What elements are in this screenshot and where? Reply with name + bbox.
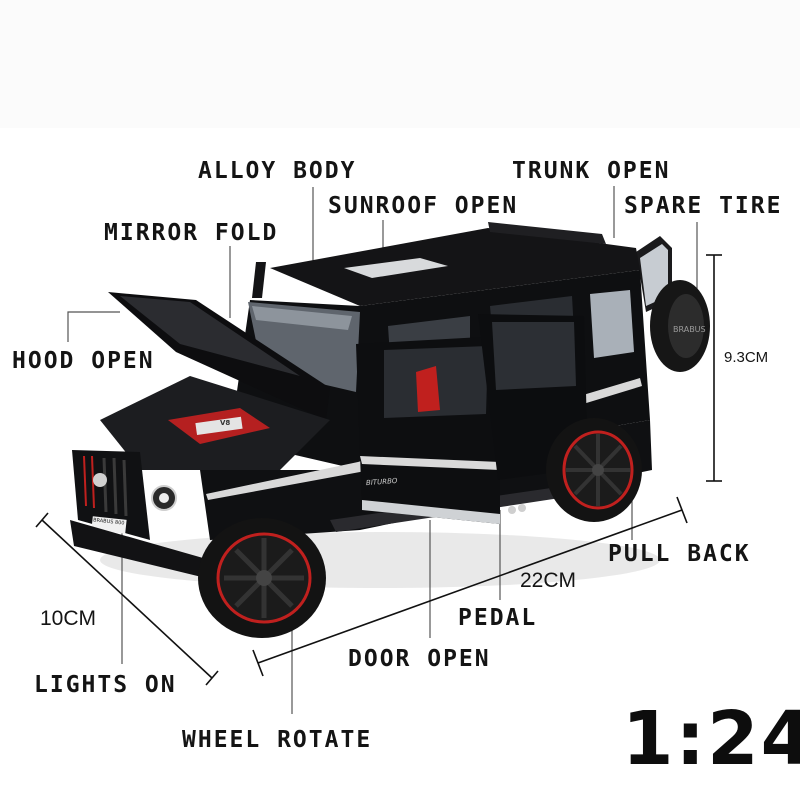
- svg-text:BRABUS: BRABUS: [673, 325, 706, 334]
- label-trunk-open: TRUNK OPEN: [512, 158, 671, 184]
- label-lights-on: LIGHTS ON: [34, 672, 177, 698]
- label-spare-tire: SPARE TIRE: [624, 193, 783, 219]
- dimension-height: 9.3CM: [724, 349, 769, 366]
- exhaust: [508, 506, 516, 514]
- rear-wheel: [546, 418, 642, 522]
- scale-label: 1:24: [622, 696, 800, 782]
- label-hood-open: HOOD OPEN: [12, 348, 155, 374]
- sunroof: [344, 258, 448, 278]
- label-pedal: PEDAL: [458, 605, 538, 631]
- label-pull-back: PULL BACK: [608, 541, 751, 567]
- side-mirror: [252, 262, 266, 298]
- front-wheel: [198, 518, 326, 638]
- side-stripe: [206, 378, 642, 500]
- front-fascia: [72, 450, 150, 540]
- roof-rack: [270, 228, 640, 306]
- seat: [416, 366, 440, 412]
- label-sunroof-open: SUNROOF OPEN: [328, 193, 519, 219]
- dimension-width: 10CM: [40, 607, 97, 630]
- label-alloy-body: ALLOY BODY: [198, 158, 357, 184]
- label-wheel-rotate: WHEEL ROTATE: [182, 727, 373, 753]
- top-background-band: [0, 0, 800, 128]
- label-mirror-fold: MIRROR FOLD: [104, 220, 279, 246]
- dimension-length: 22CM: [520, 569, 577, 592]
- engine-badge-text: V8: [220, 419, 231, 427]
- toy-suv-model: BRABUS: [70, 222, 710, 638]
- front-badge: [93, 473, 107, 487]
- dimension-lines: [35, 254, 722, 686]
- label-door-open: DOOR OPEN: [348, 646, 491, 672]
